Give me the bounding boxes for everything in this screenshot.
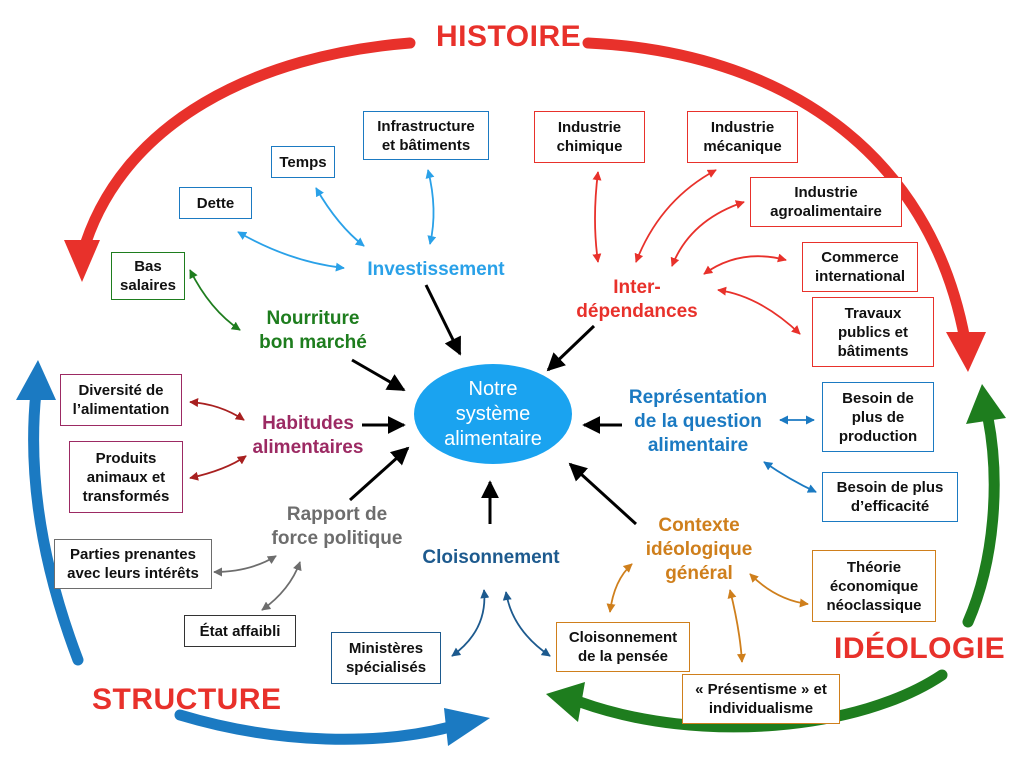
structure-arrow-up	[28, 386, 84, 666]
box-infrastructure: Infrastructure et bâtiments	[363, 111, 489, 160]
histoire-cycle-arrows	[64, 37, 986, 372]
arrow-rapport-center	[348, 446, 410, 502]
ideologie-label: IDÉOLOGIE	[834, 632, 1006, 665]
representation-label: Représentation de la question alimentair…	[628, 387, 768, 456]
histoire-arrow-right	[582, 37, 971, 346]
interdependances-label: Inter- dépendances	[576, 277, 698, 322]
link-travaux-interdependances	[717, 286, 801, 335]
ideologie-arrow-left-head	[546, 682, 585, 722]
representation-links	[763, 415, 817, 493]
investissement-label: Investissement	[367, 259, 505, 280]
box-besoin-efficacite: Besoin de plus d’efficacité	[822, 472, 958, 522]
link-parties-rapport	[213, 555, 277, 577]
box-dette: Dette	[179, 187, 252, 219]
structure-label: STRUCTURE	[92, 683, 282, 716]
ideologie-cycle-arrows	[546, 384, 1006, 733]
box-commerce: Commerce international	[802, 242, 918, 292]
link-infrastructure-investissement	[425, 169, 437, 245]
box-produits: Produits animaux et transformés	[69, 441, 183, 513]
contexte-label: Contexte idéologique général	[645, 515, 753, 584]
interdependances-links	[592, 169, 801, 335]
habitudes-links	[189, 398, 247, 481]
link-diversite-habitudes	[189, 398, 245, 421]
structure-arrow-up-head	[16, 360, 56, 400]
cloisonnement-links	[451, 589, 551, 657]
box-theorie: Théorie économique néoclassique	[812, 550, 936, 622]
box-etat: État affaibli	[184, 615, 296, 647]
link-representation-efficacite	[763, 461, 817, 493]
link-agro-interdependances	[670, 200, 745, 267]
link-pensee-cloisonnement	[502, 591, 551, 657]
arrow-investissement-center	[424, 284, 462, 356]
box-ministeres: Ministères spécialisés	[331, 632, 441, 684]
box-parties: Parties prenantes avec leurs intérêts	[54, 539, 212, 589]
link-produits-habitudes	[189, 455, 247, 481]
link-contexte-theorie	[749, 573, 809, 608]
box-cloisonnement-pensee: Cloisonnement de la pensée	[556, 622, 690, 672]
nourriture-label: Nourriture bon marché	[259, 308, 367, 353]
link-mecanique-interdependances	[634, 169, 717, 263]
box-temps: Temps	[271, 146, 335, 178]
habitudes-label: Habitudes alimentaires	[252, 413, 364, 458]
link-contexte-pensee	[606, 563, 633, 613]
cloisonnement-label: Cloisonnement	[422, 547, 560, 568]
box-besoin-production: Besoin de plus de production	[822, 382, 934, 452]
ideologie-arrow-up	[962, 412, 1000, 628]
ideologie-arrow-up-head	[966, 384, 1006, 424]
ideologie-arrow-left	[574, 669, 948, 733]
box-travaux: Travaux publics et bâtiments	[812, 297, 934, 367]
structure-arrow-right-head	[444, 708, 490, 746]
link-etat-rapport	[261, 561, 302, 611]
box-industrie-mecanique: Industrie mécanique	[687, 111, 798, 163]
link-commerce-interdependances	[703, 253, 787, 275]
structure-arrow-right	[174, 709, 456, 745]
investissement-links	[237, 169, 437, 272]
link-bassalaires-nourriture	[189, 269, 241, 331]
arrow-nourriture-center	[351, 358, 406, 392]
rapport-links	[213, 555, 302, 611]
box-diversite: Diversité de l’alimentation	[60, 374, 182, 426]
center-ellipse: Notre système alimentaire	[414, 364, 572, 464]
contexte-links	[606, 563, 809, 663]
link-temps-investissement	[315, 187, 365, 247]
link-chimique-interdependances	[592, 171, 602, 263]
link-dette-investissement	[237, 231, 345, 272]
histoire-arrow-left	[76, 37, 416, 261]
link-ministeres-cloisonnement	[451, 589, 490, 657]
histoire-label: HISTOIRE	[436, 20, 582, 53]
box-presentisme: « Présentisme » et individualisme	[682, 674, 840, 724]
center-arrows	[348, 284, 638, 526]
structure-cycle-arrows	[16, 360, 490, 746]
histoire-arrow-right-head	[946, 332, 986, 372]
arrow-interdependances-center	[546, 324, 596, 372]
rapport-label: Rapport de force politique	[271, 504, 403, 549]
arrow-contexte-center	[568, 462, 638, 526]
box-industrie-chimique: Industrie chimique	[534, 111, 645, 163]
box-industrie-agro: Industrie agroalimentaire	[750, 177, 902, 227]
box-bas-salaires: Bas salaires	[111, 252, 185, 300]
link-contexte-presentisme	[727, 589, 746, 663]
histoire-arrow-left-head	[64, 240, 100, 282]
